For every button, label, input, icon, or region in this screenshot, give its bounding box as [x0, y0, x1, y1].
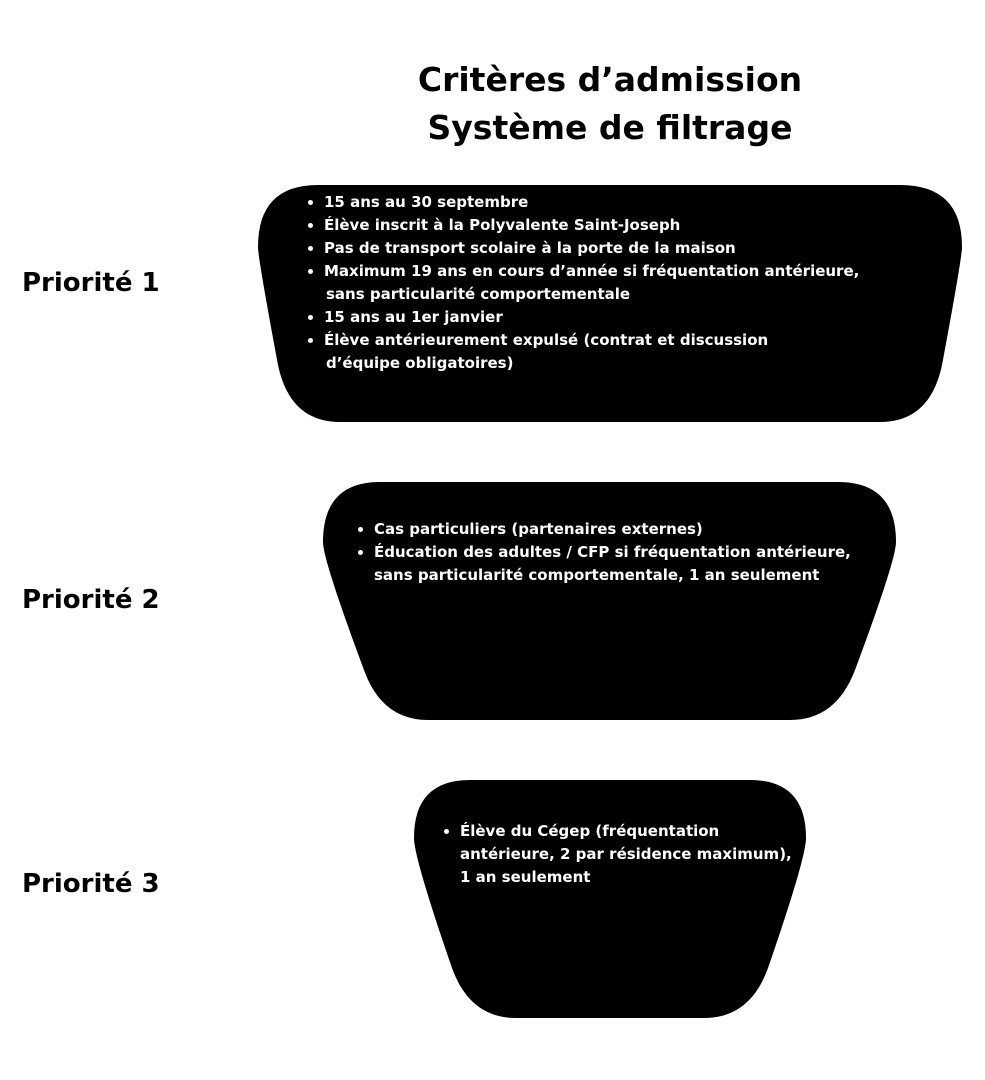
criteria-item: 15 ans au 30 septembre [306, 191, 859, 214]
priority-1-label: Priorité 1 [22, 268, 160, 298]
criteria-item: Élève inscrit à la Polyvalente Saint-Jos… [306, 214, 859, 237]
funnel-stage-3 [414, 780, 806, 1018]
criteria-item: Cas particuliers (partenaires externes) [356, 518, 851, 541]
priority-2-label: Priorité 2 [22, 585, 160, 615]
criteria-item: Maximum 19 ans en cours d’année si fréqu… [306, 260, 859, 306]
priority-3-label: Priorité 3 [22, 869, 160, 899]
criteria-item: 15 ans au 1er janvier [306, 306, 859, 329]
criteria-item: Élève antérieurement expulsé (contrat et… [306, 329, 859, 375]
diagram-title: Critères d’admission Système de filtrage [330, 56, 890, 152]
funnel-stage-1 [258, 185, 962, 422]
priority-1-criteria: 15 ans au 30 septembre Élève inscrit à l… [306, 191, 859, 375]
funnel-stage-2 [323, 482, 896, 720]
priority-2-criteria: Cas particuliers (partenaires externes) … [356, 518, 851, 587]
title-line-1: Critères d’admission [417, 60, 803, 99]
criteria-item: Éducation des adultes / CFP si fréquenta… [356, 541, 851, 587]
criteria-item: Pas de transport scolaire à la porte de … [306, 237, 859, 260]
title-line-2: Système de filtrage [427, 108, 793, 147]
